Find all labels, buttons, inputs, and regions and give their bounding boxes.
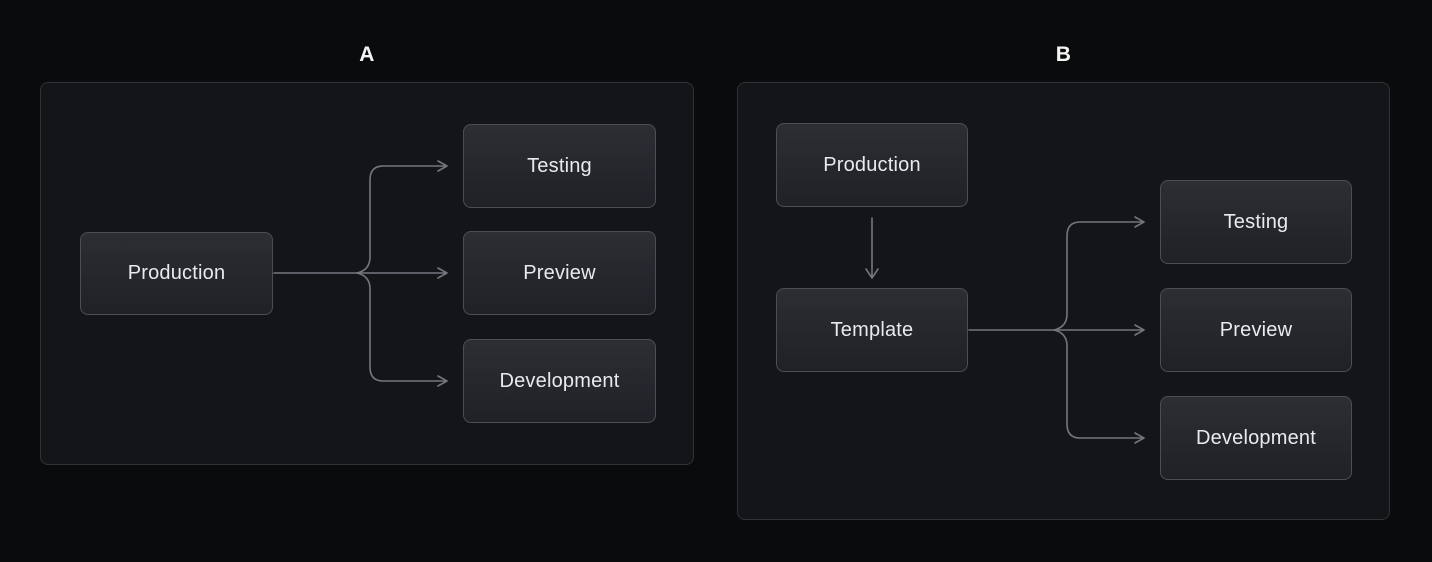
node-template-b: Template (776, 288, 968, 372)
node-testing-a: Testing (463, 124, 656, 208)
node-preview-a: Preview (463, 231, 656, 315)
panel-a-title: A (359, 43, 375, 66)
node-testing-b: Testing (1160, 180, 1352, 264)
node-production-a: Production (80, 232, 273, 315)
node-preview-b: Preview (1160, 288, 1352, 372)
node-development-a: Development (463, 339, 656, 423)
node-production-b: Production (776, 123, 968, 207)
panel-b-title: B (1055, 43, 1072, 66)
node-development-b: Development (1160, 396, 1352, 480)
